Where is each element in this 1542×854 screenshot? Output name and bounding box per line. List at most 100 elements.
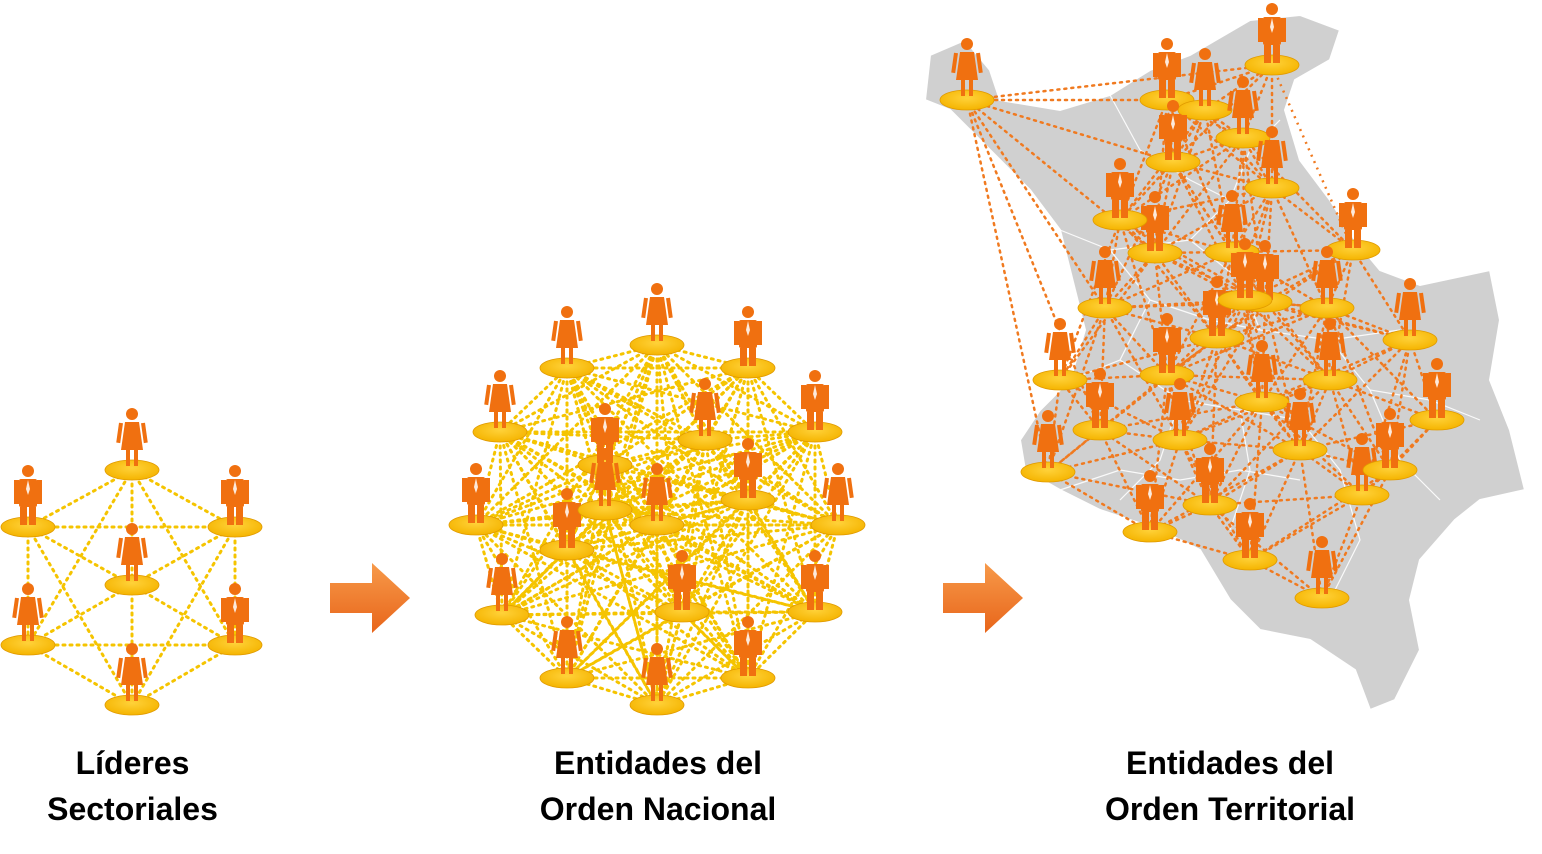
network-link [565, 523, 840, 552]
network-link [500, 613, 750, 680]
person-icon [787, 370, 843, 443]
network-link [1103, 160, 1175, 310]
person-icon [1409, 358, 1465, 431]
person-icon [1122, 470, 1178, 543]
network-link [746, 366, 840, 527]
network-link [498, 366, 569, 434]
caption-line: Entidades del [1125, 745, 1335, 781]
person-icon [539, 488, 595, 561]
network-link [1298, 338, 1412, 452]
person-icon [474, 553, 530, 626]
network-link [703, 438, 840, 527]
network-link [500, 613, 659, 707]
network-link [1215, 306, 1329, 340]
network-link [1178, 336, 1219, 442]
network-link [1230, 186, 1274, 254]
network-link [1263, 300, 1412, 342]
network-link [500, 463, 607, 617]
network-link [565, 366, 750, 502]
person-icon [677, 378, 733, 451]
network-link [26, 468, 134, 529]
network-link [474, 366, 569, 527]
network-link [500, 613, 569, 680]
caption-orden-nacional: Entidades del Orden Nacional [508, 740, 808, 832]
person-icon [654, 550, 710, 623]
network-link [655, 610, 817, 707]
network-link [1230, 250, 1329, 310]
network-link [130, 468, 237, 647]
network-link [1165, 250, 1234, 377]
network-link [1208, 400, 1264, 507]
network-link [603, 343, 659, 512]
network-link [1153, 251, 1169, 377]
person-icon [1299, 246, 1355, 319]
network-link [1165, 306, 1329, 377]
person-icon [939, 38, 995, 111]
person-icon [1302, 318, 1358, 391]
person-icon [720, 438, 776, 511]
person-icon [539, 616, 595, 689]
network-link [603, 430, 817, 512]
network-link [1058, 306, 1107, 382]
network-link [1241, 136, 1355, 252]
person-icon [1234, 340, 1290, 413]
person-icon [1152, 378, 1208, 451]
network-link [500, 498, 750, 617]
person-icon [1222, 498, 1278, 571]
network-link [565, 610, 684, 680]
caption-line: Sectoriales [47, 791, 218, 827]
person-icon [1244, 3, 1300, 76]
network-link [1046, 470, 1152, 534]
person-icon [1032, 318, 1088, 391]
network-link [1243, 186, 1274, 302]
person-icon [810, 463, 866, 536]
network-link [655, 366, 750, 707]
caption-line: Entidades del [553, 745, 763, 781]
network-link [603, 508, 684, 614]
network-link [1243, 298, 1332, 382]
network-link [1098, 428, 1152, 534]
arrow-right-icon [943, 563, 1023, 633]
network-link [1058, 378, 1182, 442]
person-icon [1325, 188, 1381, 261]
caption-orden-territorial: Entidades del Orden Territorial [1080, 740, 1380, 832]
network-link [498, 430, 707, 442]
person-icon [0, 583, 56, 656]
network-link [1328, 378, 1439, 422]
network-link [1270, 186, 1355, 252]
network-link [498, 430, 607, 512]
network-link [1388, 338, 1412, 472]
person-icon [577, 448, 633, 521]
network-link [130, 468, 237, 529]
person-icon [629, 643, 685, 716]
network-link [1165, 373, 1302, 452]
network-link [1325, 306, 1439, 422]
person-icon [104, 523, 160, 596]
person-icon [1215, 76, 1271, 149]
network-link [474, 523, 817, 614]
network-link [565, 366, 707, 442]
network-link [1178, 438, 1212, 507]
network-link [26, 525, 134, 707]
network-link [1328, 378, 1392, 472]
network-link [26, 525, 134, 587]
network-link [130, 583, 237, 647]
network-link [1046, 470, 1212, 507]
network-link [130, 525, 237, 707]
network-link [746, 610, 817, 680]
network-link [1178, 300, 1267, 442]
network-link [1178, 378, 1332, 442]
network-link [1153, 186, 1274, 255]
network-link [603, 366, 750, 467]
network-link [1260, 306, 1329, 404]
network-link [1098, 306, 1107, 432]
person-icon [720, 616, 776, 689]
network-link [565, 548, 659, 707]
network-link [965, 98, 1175, 164]
network-link [1203, 108, 1274, 190]
network-link [565, 498, 750, 680]
person-icon [1177, 48, 1233, 121]
person-icon [1382, 278, 1438, 351]
person-icon [1072, 368, 1128, 441]
